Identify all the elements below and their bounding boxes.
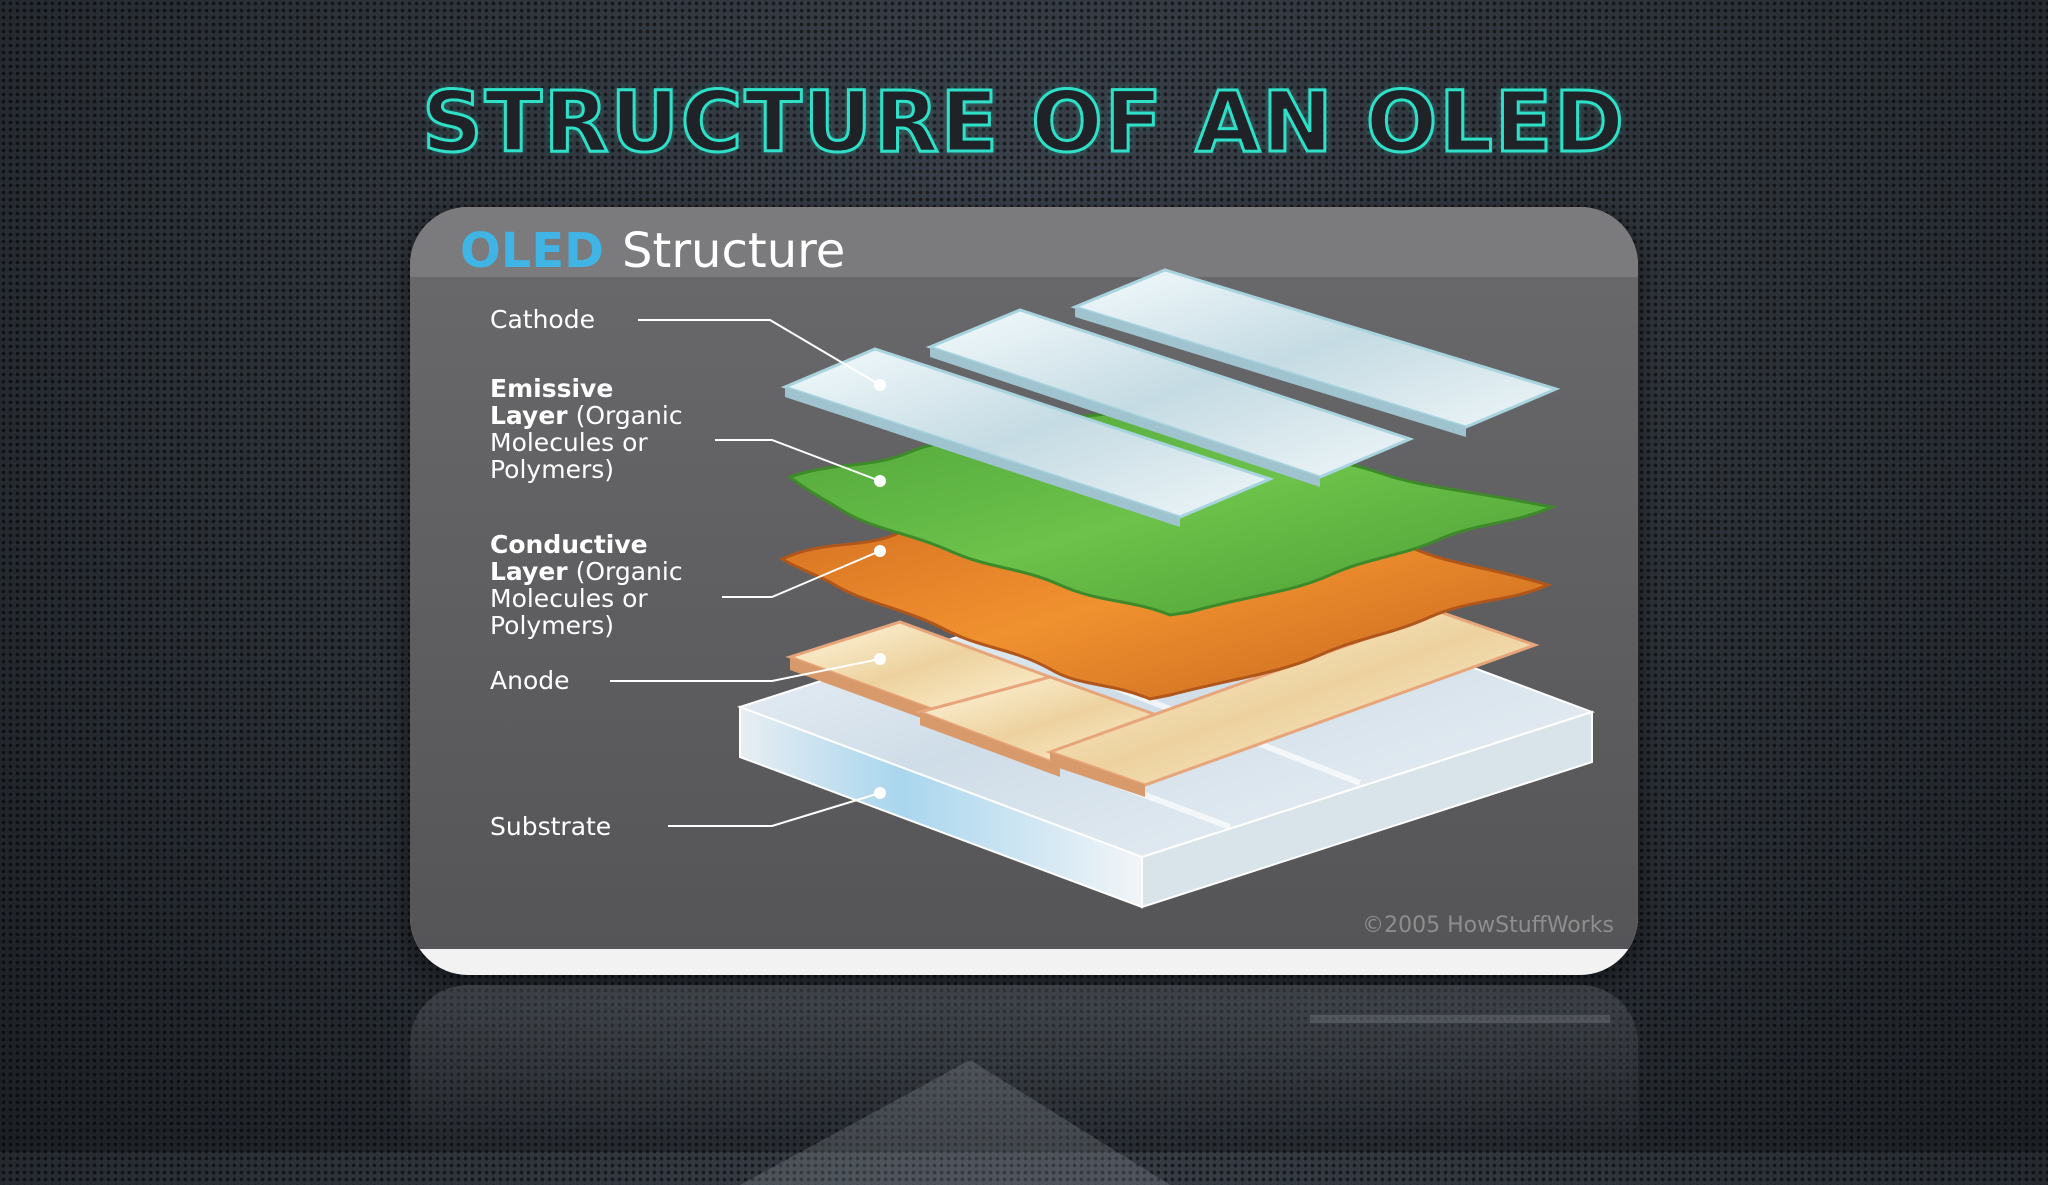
anode-label: Anode <box>490 666 570 695</box>
figure-heading-rest: Structure <box>622 223 846 279</box>
substrate-label: Substrate <box>490 812 612 841</box>
cathode-label: Cathode <box>490 305 595 334</box>
figure-heading: OLED Structure <box>460 221 845 281</box>
cathode-strips <box>780 268 1561 527</box>
figure-panel: OLED Structure Cathode Emissive Layer (Or… <box>410 207 1638 949</box>
emissive-label-bold: Emissive <box>490 374 614 403</box>
emissive-layer-label: Emissive Layer (Organic Molecules or Pol… <box>490 375 683 483</box>
conductive-label-polymers: Polymers) <box>490 611 615 640</box>
reflection-shapes <box>740 1015 1610 1185</box>
emissive-label-molecules: Molecules or <box>490 428 648 457</box>
conductive-label-molecules: Molecules or <box>490 584 648 613</box>
anode-strips <box>785 610 1540 797</box>
heading-band <box>410 207 1638 277</box>
cathode-leader <box>638 319 881 386</box>
emissive-label-layer: Layer <box>490 401 568 430</box>
copyright-notice: ©2005 HowStuffWorks <box>1362 913 1614 938</box>
leader-dots <box>874 379 886 799</box>
conductive-layer-label: Conductive Layer (Organic Molecules or P… <box>490 531 683 639</box>
figure-heading-accent: OLED <box>460 223 605 279</box>
reflection-substrate-shape <box>740 1060 1170 1185</box>
leader-lines <box>610 319 881 827</box>
reflection-copyright-shape <box>1310 1015 1610 1023</box>
emissive-label-organic: (Organic <box>567 401 683 430</box>
anode-leader <box>610 658 881 682</box>
card-reflection <box>410 985 1638 1185</box>
oled-figure-card: OLED Structure Cathode Emissive Layer (Or… <box>410 207 1638 975</box>
oled-layer-diagram <box>410 207 1638 949</box>
emissive-label-polymers: Polymers) <box>490 455 615 484</box>
conductive-leader <box>722 550 881 598</box>
conductive-label-organic: (Organic <box>567 557 683 586</box>
emissive-leader <box>715 439 881 482</box>
substrate-leader <box>668 792 881 827</box>
conductive-label-bold: Conductive <box>490 530 648 559</box>
conductive-label-layer: Layer <box>490 557 568 586</box>
slide-title: STRUCTURE OF AN OLED <box>421 72 1626 173</box>
